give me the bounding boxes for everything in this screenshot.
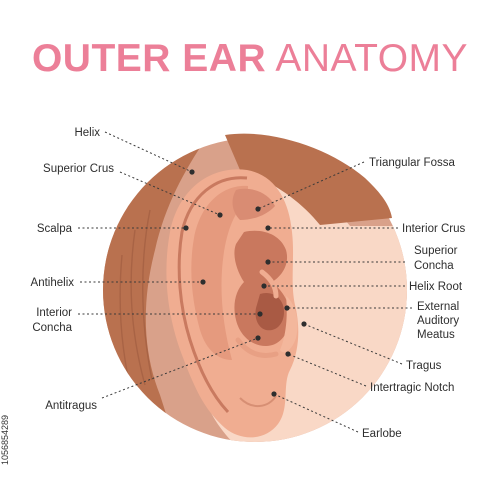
hair-left bbox=[103, 140, 205, 420]
leader-superior-crus bbox=[119, 171, 221, 216]
dot-intertragic-notch bbox=[285, 351, 291, 357]
label-antitragus: Antitragus bbox=[45, 400, 97, 412]
dot-antihelix bbox=[200, 279, 206, 285]
stock-id-text: 1056854289 bbox=[0, 414, 10, 466]
dot-triangular-fossa bbox=[255, 206, 261, 212]
antitragus bbox=[235, 337, 279, 358]
leader-antitragus bbox=[101, 337, 259, 399]
dot-helix bbox=[189, 169, 195, 175]
page-title: OUTER EAR ANATOMY bbox=[0, 36, 500, 82]
leader-triangular-fossa bbox=[257, 161, 365, 210]
leader-helix bbox=[104, 131, 193, 173]
earlobe-crease bbox=[239, 395, 277, 407]
label-interior-crus: Interior Crus bbox=[402, 223, 466, 235]
dot-earlobe bbox=[271, 391, 277, 397]
label-antihelix: Antihelix bbox=[31, 277, 75, 289]
label-tragus: Tragus bbox=[406, 360, 442, 372]
labels-right: Triangular Fossa Interior Crus Superior … bbox=[362, 157, 466, 440]
title-part-2: ANATOMY bbox=[275, 37, 469, 80]
dot-interior-crus bbox=[265, 225, 271, 231]
label-interior-concha-line2: Concha bbox=[32, 322, 72, 334]
ear-canal bbox=[255, 292, 284, 331]
dot-external-auditory-meatus bbox=[284, 305, 290, 311]
scapha bbox=[191, 185, 248, 360]
label-external-auditory-meatus-line3: Meatus bbox=[417, 329, 455, 341]
helix-root bbox=[259, 269, 279, 299]
dot-helix-root bbox=[261, 283, 267, 289]
ear-illustration bbox=[103, 133, 407, 442]
dot-interior-concha bbox=[257, 311, 263, 317]
label-triangular-fossa: Triangular Fossa bbox=[369, 157, 455, 169]
leader-dots bbox=[183, 169, 307, 397]
labels-left: Helix Superior Crus Scalpa Antihelix Int… bbox=[31, 127, 115, 412]
dot-antitragus bbox=[255, 335, 261, 341]
dot-tragus bbox=[301, 321, 307, 327]
label-superior-concha-line2: Concha bbox=[414, 260, 454, 272]
dot-scalpa bbox=[183, 225, 189, 231]
label-scalpa: Scalpa bbox=[37, 223, 73, 235]
tragus bbox=[280, 296, 298, 353]
triangular-fossa bbox=[232, 188, 275, 220]
label-helix-root: Helix Root bbox=[409, 281, 463, 293]
label-superior-crus: Superior Crus bbox=[43, 163, 114, 175]
label-interior-concha-line1: Interior bbox=[36, 307, 72, 319]
dot-superior-concha bbox=[265, 259, 271, 265]
label-helix: Helix bbox=[74, 127, 100, 139]
hair-top-right bbox=[225, 133, 392, 225]
label-superior-concha-line1: Superior bbox=[414, 245, 458, 257]
leader-intertragic-notch bbox=[287, 353, 367, 387]
label-intertragic-notch: Intertragic Notch bbox=[370, 382, 454, 394]
dot-superior-crus bbox=[217, 212, 223, 218]
leader-earlobe bbox=[273, 393, 359, 433]
title-part-1: OUTER EAR bbox=[31, 37, 267, 80]
label-external-auditory-meatus-line2: Auditory bbox=[417, 315, 459, 327]
label-earlobe: Earlobe bbox=[362, 428, 402, 440]
leader-lines bbox=[78, 131, 412, 433]
label-external-auditory-meatus-line1: External bbox=[417, 301, 459, 313]
